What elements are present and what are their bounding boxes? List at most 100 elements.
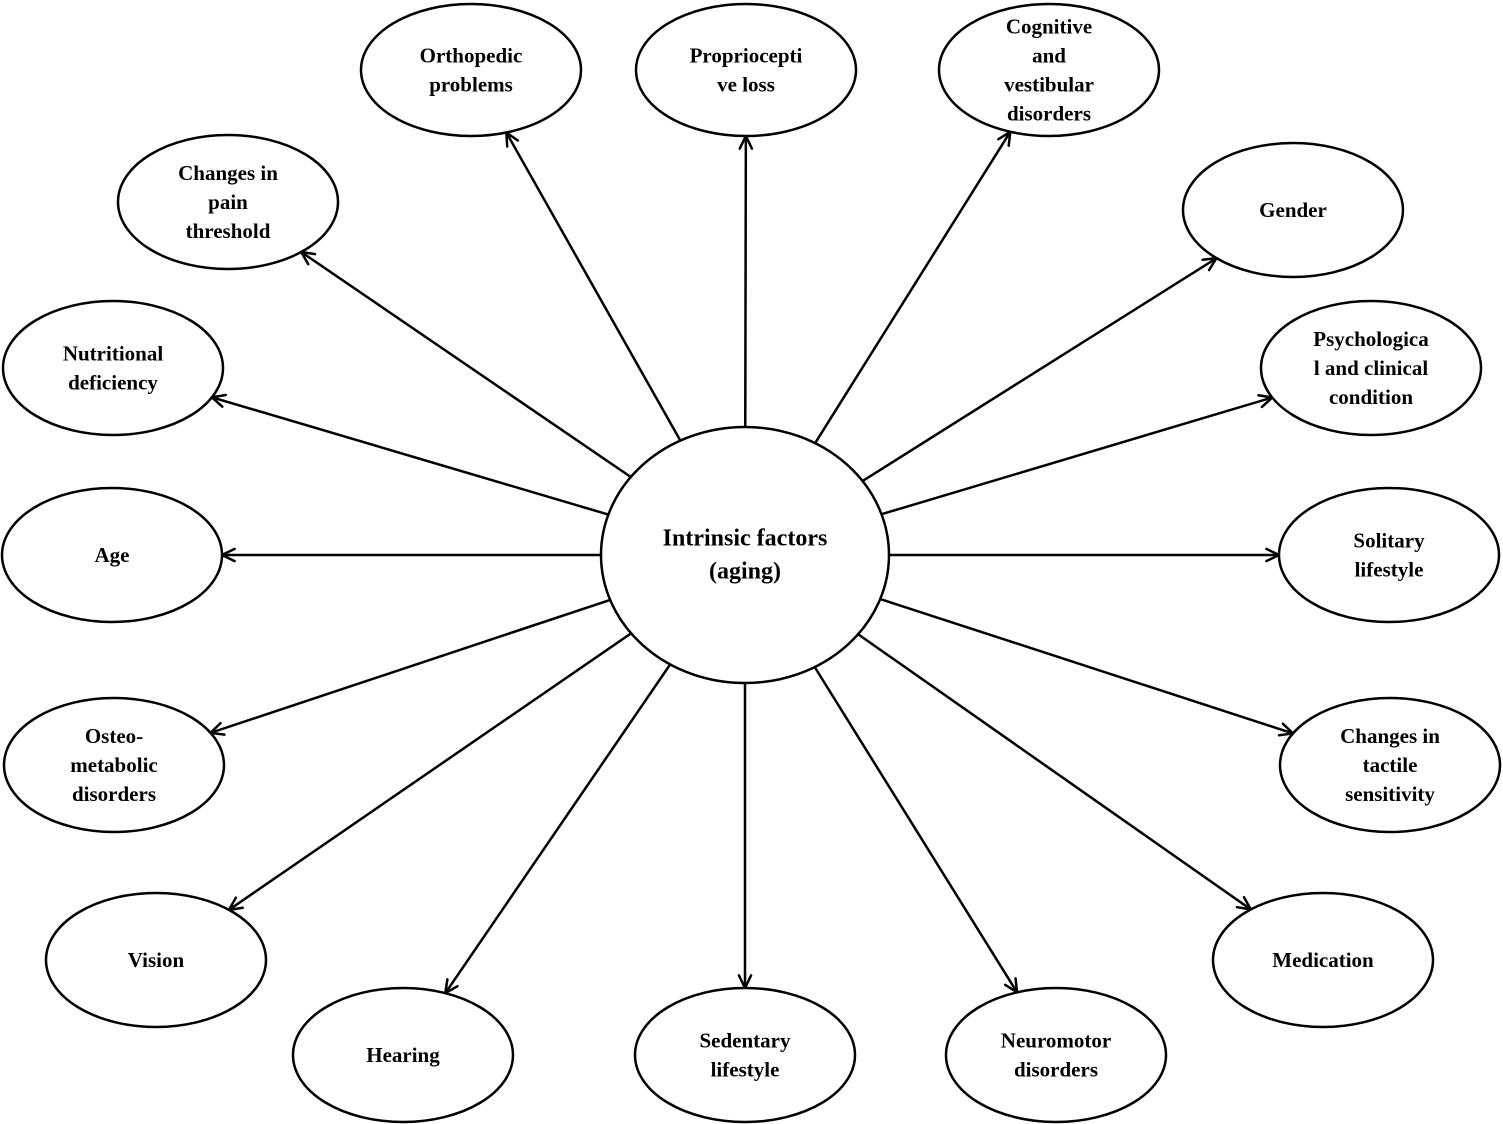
node-label-line: Intrinsic factors <box>663 526 828 552</box>
arrow-line <box>879 597 1294 735</box>
node-label-line: Changes in <box>178 161 278 185</box>
factor-node-orthopedic: Orthopedic problems <box>359 2 583 138</box>
node-ellipse <box>44 891 268 1029</box>
node-ellipse <box>116 133 340 271</box>
arrow-to-solitary <box>889 547 1282 563</box>
node-ellipse <box>2 696 226 834</box>
node-ellipse <box>634 2 858 138</box>
node-label-line: problems <box>429 73 513 97</box>
arrow-line <box>861 257 1218 483</box>
node-label-line: Changes in <box>1340 724 1440 748</box>
node-label-line: Propriocepti <box>690 44 803 68</box>
arrow-line <box>300 250 632 479</box>
arrow-to-orthopedic <box>504 130 682 442</box>
arrow-line <box>857 633 1252 911</box>
arrow-line <box>813 666 1019 994</box>
arrow-to-cognitive <box>814 129 1012 444</box>
node-label-line: disorders <box>1014 1058 1098 1082</box>
node-ellipse <box>291 986 515 1124</box>
node-label-line: ve loss <box>717 73 775 97</box>
arrow-line <box>744 135 748 428</box>
node-label-line: Vision <box>128 948 185 972</box>
node-label-line: Age <box>95 543 130 567</box>
node-ellipse <box>1278 696 1502 834</box>
node-ellipse <box>1 299 225 437</box>
arrow-to-pain <box>298 250 632 479</box>
factor-node-solitary: Solitary lifestyle <box>1277 486 1501 624</box>
factor-node-proprioceptive: Propriocepti ve loss <box>634 2 858 138</box>
node-label-line: Solitary <box>1353 529 1425 553</box>
node-label-line: Sedentary <box>700 1029 791 1053</box>
arrow-to-proprioceptive <box>738 133 754 428</box>
factor-node-age: Age <box>0 486 224 624</box>
arrow-to-nutritional <box>209 393 609 516</box>
node-label-line: and <box>1032 44 1066 68</box>
arrow-line <box>228 632 632 911</box>
center-node-intrinsic: Intrinsic factors (aging) <box>599 425 891 685</box>
node-label-line: (aging) <box>709 559 781 585</box>
node-ellipse <box>0 486 224 624</box>
node-ellipse <box>1277 486 1501 624</box>
arrow-to-neuromotor <box>813 666 1019 995</box>
arrow-to-age <box>219 547 601 563</box>
node-label-line: Nutritional <box>63 342 164 366</box>
arrow-to-psychological <box>881 394 1275 516</box>
node-label-line: Cognitive <box>1006 15 1092 39</box>
factor-node-tactile: Changes in tactile sensitivity <box>1278 696 1502 834</box>
node-label-line: metabolic <box>70 753 157 777</box>
arrow-line <box>210 598 611 735</box>
arrow-line <box>444 663 672 994</box>
node-label-line: Orthopedic <box>420 44 523 68</box>
factor-node-hearing: Hearing <box>291 986 515 1124</box>
factor-node-vision: Vision <box>44 891 268 1029</box>
factor-node-gender: Gender <box>1181 141 1405 279</box>
arrow-to-gender <box>861 256 1219 483</box>
node-label-line: lifestyle <box>1355 558 1424 582</box>
arrow-line <box>211 396 609 516</box>
node-label-line: disorders <box>1007 102 1091 126</box>
arrow-line <box>814 131 1012 444</box>
node-label-line: vestibular <box>1004 73 1094 97</box>
node-label-line: l and clinical <box>1314 356 1429 380</box>
arrowhead-icon <box>1201 256 1219 272</box>
factor-node-sedentary: Sedentary lifestyle <box>633 986 857 1124</box>
arrow-to-medication <box>857 633 1254 912</box>
node-ellipse <box>1181 141 1405 279</box>
node-ellipse <box>633 986 857 1124</box>
node-ellipse <box>599 425 891 685</box>
node-label-line: condition <box>1329 385 1413 409</box>
node-label-line: pain <box>208 190 248 214</box>
node-label-line: Medication <box>1272 948 1374 972</box>
node-ellipse <box>1211 891 1435 1029</box>
arrow-line <box>505 131 682 442</box>
node-label-line: Neuromotor <box>1001 1029 1111 1053</box>
edges-layer <box>207 129 1296 996</box>
arrow-line <box>881 396 1273 516</box>
node-label-line: sensitivity <box>1345 782 1435 806</box>
factor-node-pain: Changes in pain threshold <box>116 133 340 271</box>
node-label-line: Psychologica <box>1313 327 1429 351</box>
node-label-line: deficiency <box>68 371 158 395</box>
factor-node-psychological: Psychologica l and clinical condition <box>1259 299 1483 437</box>
arrowhead-icon <box>997 129 1012 147</box>
node-label-line: tactile <box>1363 753 1418 777</box>
factor-node-neuromotor: Neuromotor disorders <box>944 986 1168 1124</box>
arrow-to-sedentary <box>737 683 753 991</box>
node-ellipse <box>1259 299 1483 437</box>
factor-node-nutritional: Nutritional deficiency <box>1 299 225 437</box>
arrow-to-vision <box>226 632 632 912</box>
node-label-line: Hearing <box>366 1043 440 1067</box>
arrow-to-tactile <box>879 597 1296 737</box>
node-label-line: lifestyle <box>711 1058 780 1082</box>
node-label-line: threshold <box>186 219 271 243</box>
node-ellipse <box>944 986 1168 1124</box>
factor-node-medication: Medication <box>1211 891 1435 1029</box>
arrow-to-osteo <box>207 598 611 736</box>
node-ellipse <box>359 2 583 138</box>
node-label-line: Gender <box>1259 198 1327 222</box>
arrow-to-hearing <box>443 663 672 996</box>
node-ellipse <box>937 2 1161 138</box>
